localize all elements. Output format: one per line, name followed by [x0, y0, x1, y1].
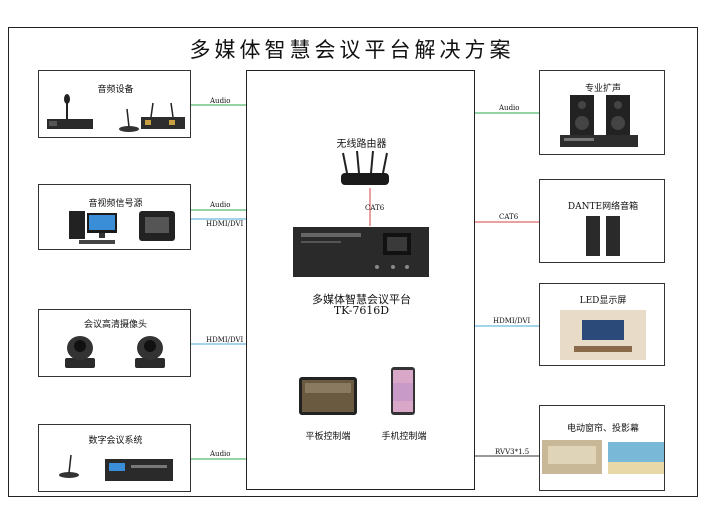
pro-audio-label: 专业扩声: [584, 84, 621, 94]
diagram-frame: [8, 27, 698, 497]
curtain-box: 电动窗帘、投影幕: [539, 405, 665, 491]
platform-model: TK-7616D: [333, 304, 390, 317]
camera-label: 会议高清摄像头: [83, 320, 147, 330]
link-label-hdmi-2: HDMI/DVI: [206, 336, 244, 344]
led-display-box: LED显示屏: [539, 283, 665, 366]
link-label-audio-3: Audio: [210, 450, 231, 458]
center-platform-box: 无线路由器 CAT6 多媒体智慧会: [246, 70, 475, 490]
audio-equipment-box: 音频设备: [38, 70, 191, 138]
audio-equipment-icon: [47, 94, 185, 132]
link-label-hdmi-1: HDMI/DVI: [206, 220, 244, 228]
link-label-rvv-right: RVV3*1.5: [495, 448, 530, 456]
tablet-label: 平板控制端: [305, 432, 351, 442]
led-display-label: LED显示屏: [579, 296, 627, 306]
router-link-label: CAT6: [365, 204, 385, 212]
link-label-cat6-right: CAT6: [499, 213, 519, 221]
camera-icon: [65, 336, 165, 368]
link-label-audio-1: Audio: [210, 97, 231, 105]
dante-speaker-box: DANTE网络音箱: [539, 179, 665, 263]
camera-box: 会议高清摄像头: [38, 309, 191, 377]
led-room-icon: [560, 310, 646, 360]
platform-name: 多媒体智慧会议平台: [312, 293, 411, 306]
router-label: 无线路由器: [336, 139, 387, 150]
digital-conference-box: 数字会议系统: [38, 424, 191, 492]
curtain-projection-icon: [542, 440, 664, 474]
link-label-audio-right: Audio: [499, 104, 520, 112]
av-source-label: 音视频信号源: [88, 199, 143, 209]
curtain-label: 电动窗帘、投影幕: [566, 424, 639, 434]
platform-unit-icon: [293, 227, 429, 277]
av-source-box: 音视频信号源: [38, 184, 191, 250]
center-devices: [293, 150, 429, 415]
link-label-hdmi-right: HDMI/DVI: [493, 317, 531, 325]
phone-icon: [391, 367, 415, 415]
link-label-audio-2: Audio: [210, 201, 231, 209]
tablet-icon: [299, 377, 357, 415]
router-icon: [341, 150, 389, 185]
audio-equipment-label: 音频设备: [97, 85, 134, 95]
digital-conference-label: 数字会议系统: [88, 436, 143, 446]
computer-icon: [69, 211, 175, 244]
column-speaker-icon: [586, 216, 620, 256]
conference-unit-icon: [59, 454, 173, 481]
diagram-title: 多媒体智慧会议平台解决方案: [189, 38, 515, 62]
phone-label: 手机控制端: [381, 432, 427, 442]
speaker-icon: [560, 95, 638, 147]
pro-audio-box: 专业扩声: [539, 70, 665, 155]
dante-speaker-label: DANTE网络音箱: [567, 202, 639, 212]
